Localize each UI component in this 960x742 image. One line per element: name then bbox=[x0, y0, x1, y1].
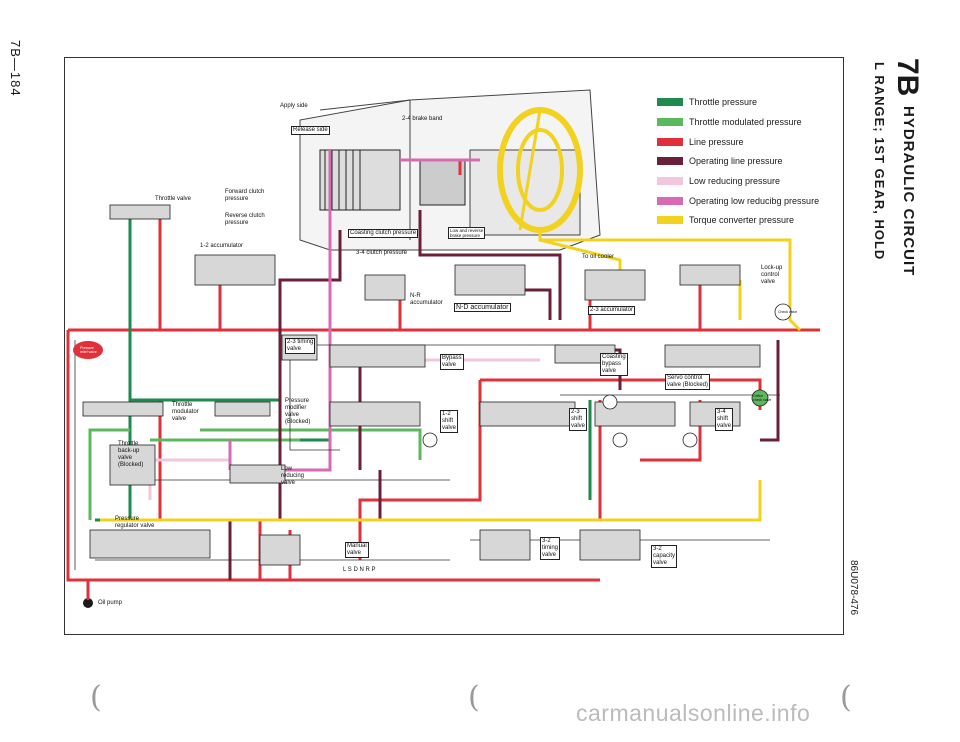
manual-valve-label: Manual valve bbox=[345, 542, 369, 558]
reverse-clutch-label: Reverse clutch pressure bbox=[225, 213, 265, 226]
legend-item: Low reducing pressure bbox=[657, 174, 780, 188]
legend-label: Low reducing pressure bbox=[689, 176, 781, 186]
legend-swatch bbox=[657, 118, 683, 126]
binder-mark: ( bbox=[90, 680, 102, 715]
section-number: 7B bbox=[891, 58, 924, 97]
servo-control-label: Servo control valve (Blocked) bbox=[665, 374, 711, 390]
legend-swatch bbox=[657, 197, 683, 205]
shift-34-label: 3-4 shift valve bbox=[715, 408, 734, 431]
legend-swatch bbox=[657, 98, 683, 106]
section-title: HYDRAULIC CIRCUIT bbox=[900, 106, 917, 277]
binder-mark: ( bbox=[840, 680, 852, 715]
throttle-modulated-network bbox=[88, 428, 422, 520]
check-valve-label: Check valve bbox=[778, 310, 798, 314]
coasting-bypass-label: Coasting bypass valve bbox=[600, 353, 628, 376]
figure-code: 86U078-476 bbox=[848, 560, 859, 616]
clutch-34-label: 3-4 clutch pressure bbox=[356, 250, 408, 256]
legend-label: Torque converter pressure bbox=[689, 215, 795, 225]
gear-positions-label: L S D N R P bbox=[343, 567, 376, 573]
legend-item: Throttle pressure bbox=[657, 95, 757, 109]
nr-accumulator-label: N-R accumulator bbox=[410, 293, 443, 306]
legend-swatch bbox=[657, 157, 683, 165]
oil-pump-symbol bbox=[83, 598, 93, 608]
legend-item: Operating line pressure bbox=[657, 154, 783, 168]
orifice-check-label: Orifice check valve bbox=[753, 394, 772, 402]
nd-accumulator-label: N-D accumulator bbox=[454, 303, 511, 312]
accumulator-23-label: 2-3 accumulator bbox=[588, 306, 636, 315]
shift-23-label: 2-3 shift valve bbox=[569, 408, 588, 431]
legend-swatch bbox=[657, 177, 683, 185]
pressure-relief-label: Pressure relief valve bbox=[80, 346, 97, 354]
legend-item: Throttle modulated pressure bbox=[657, 115, 802, 129]
legend-swatch bbox=[657, 216, 683, 224]
binder-mark: ( bbox=[468, 680, 480, 715]
legend-item: Operating low reducibg pressure bbox=[657, 194, 819, 208]
legend-item: Torque converter pressure bbox=[657, 213, 794, 227]
coasting-clutch-label: Coasting clutch pressure bbox=[348, 229, 419, 238]
low-reverse-label: Low and reverse brake pressure bbox=[448, 227, 486, 239]
pressure-relief-symbol bbox=[73, 341, 103, 359]
timing-23-label: 2-3 timing valve bbox=[285, 338, 316, 354]
timing-32-label: 3-2 timing valve bbox=[540, 537, 561, 560]
legend-swatch bbox=[657, 138, 683, 146]
pressure-modifier-label: Pressure modifier valve (Blocked) bbox=[285, 398, 311, 425]
watermark: carmanualsonline.info bbox=[576, 700, 811, 726]
release-side-label: Release side bbox=[291, 126, 330, 135]
throttle-modulator-label: Throttle modulator valve bbox=[172, 402, 199, 422]
diagram-frame bbox=[64, 57, 844, 635]
page-number: 7B—184 bbox=[8, 40, 23, 97]
legend-label: Throttle modulated pressure bbox=[689, 117, 802, 127]
legend-label: Line pressure bbox=[689, 137, 744, 147]
forward-clutch-label: Forward clutch pressure bbox=[225, 189, 265, 202]
throttle-valve-label: Throttle valve bbox=[155, 196, 192, 202]
page-subtitle: L RANGE; 1ST GEAR, HOLD bbox=[872, 62, 887, 261]
brake-band-label: 2-4 brake band bbox=[402, 116, 443, 122]
torque-converter-network bbox=[100, 230, 802, 522]
low-reducing-label: Low reducing valve bbox=[281, 466, 305, 486]
check-valve-symbols bbox=[422, 303, 792, 448]
legend-label: Operating line pressure bbox=[689, 156, 783, 166]
valve-bodies bbox=[82, 204, 761, 566]
apply-side-label: Apply side bbox=[280, 103, 308, 109]
capacity-32-label: 3-2 capacity valve bbox=[651, 545, 678, 568]
accumulator-12-label: 1-2 accumulator bbox=[200, 243, 244, 249]
legend-label: Throttle pressure bbox=[689, 97, 758, 107]
legend-label: Operating low reducibg pressure bbox=[689, 196, 820, 206]
lockup-label: Lock-up control valve bbox=[761, 265, 783, 285]
oil-pump-label: Oil pump bbox=[98, 600, 123, 606]
throttle-backup-label: Throttle back-up valve (Blocked) bbox=[118, 441, 144, 468]
bypass-label: Bypass valve bbox=[440, 354, 464, 370]
pressure-regulator-label: Pressure regulator valve bbox=[115, 516, 155, 529]
clutch-packs bbox=[319, 149, 466, 211]
legend-item: Line pressure bbox=[657, 135, 744, 149]
oil-cooler-label: To oil cooler bbox=[582, 254, 615, 260]
shift-12-label: 1-2 shift valve bbox=[440, 410, 459, 433]
